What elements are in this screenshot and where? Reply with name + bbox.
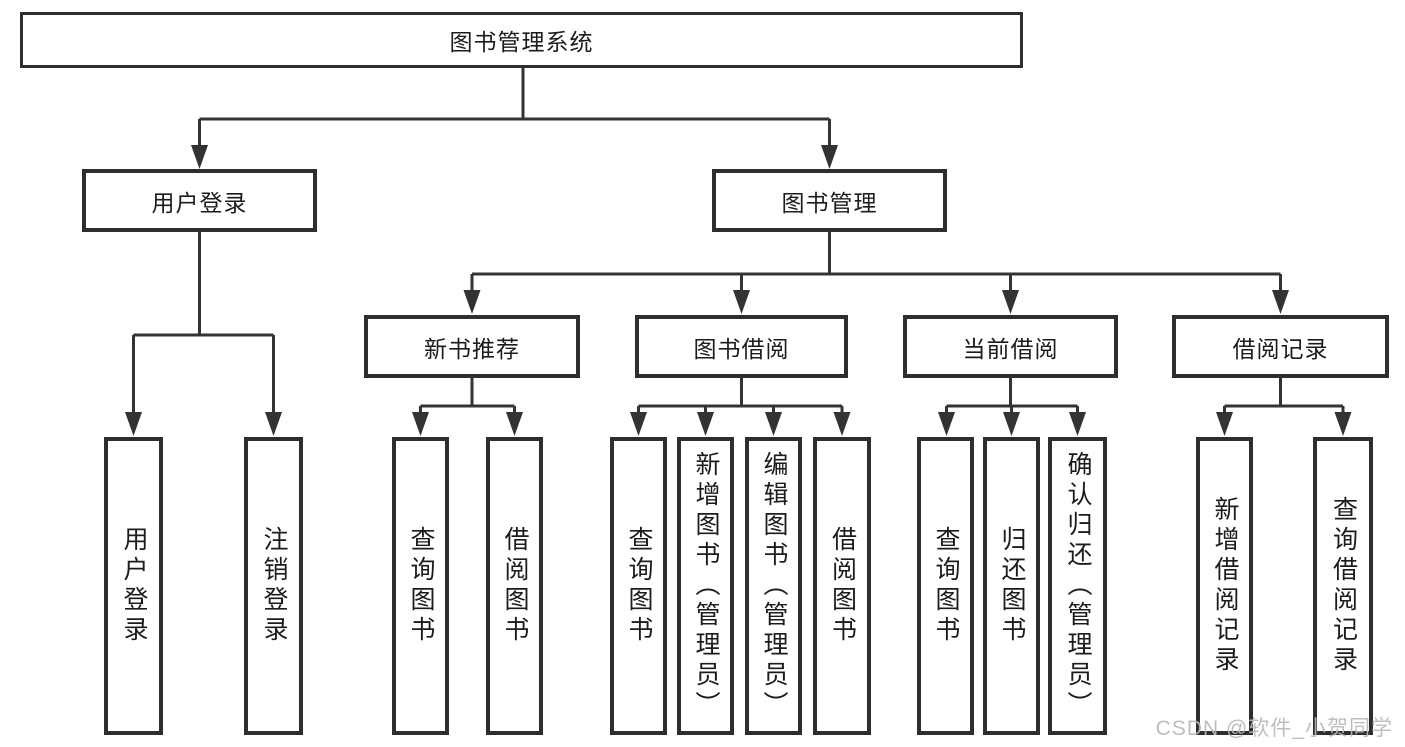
leaf-add-books-admin: 新增图书（管理员） (677, 437, 734, 735)
arrowheads-new-book-children (412, 412, 523, 436)
connector-current-borrow-children (945, 378, 1079, 414)
connector-borrow-record-children (1223, 378, 1345, 414)
leaf-logout: 注销登录 (244, 437, 303, 735)
node-user-login: 用户登录 (82, 169, 317, 232)
arrowheads-book-borrow-children (630, 412, 851, 436)
connector-new-book-children (419, 378, 516, 414)
node-book-management: 图书管理 (712, 169, 947, 232)
connector-book-borrow-children (637, 378, 844, 414)
leaf-query-borrow-record: 查询借阅记录 (1313, 437, 1373, 735)
arrowheads-user-login-children (125, 412, 282, 436)
node-current-borrow: 当前借阅 (903, 315, 1118, 378)
leaf-user-login: 用户登录 (104, 437, 163, 735)
node-borrow-record: 借阅记录 (1172, 315, 1389, 378)
leaf-query-books-borrow: 查询图书 (610, 437, 667, 735)
leaf-return-books: 归还图书 (983, 437, 1040, 735)
node-new-book-recommend: 新书推荐 (364, 315, 580, 378)
leaf-query-books-current: 查询图书 (917, 437, 974, 735)
connector-book-management-children (470, 232, 1282, 292)
leaf-borrow-books: 借阅图书 (813, 437, 871, 735)
arrowheads-borrow-record-children (1216, 412, 1352, 436)
arrowheads-root-to-level2 (191, 145, 838, 169)
connector-root-to-level2 (198, 68, 831, 148)
leaf-edit-books-admin: 编辑图书（管理员） (745, 437, 802, 735)
leaf-query-books-recommend: 查询图书 (392, 437, 449, 735)
node-book-borrow: 图书借阅 (635, 315, 848, 378)
node-root-system: 图书管理系统 (20, 12, 1023, 68)
arrowheads-current-borrow-children (938, 412, 1086, 436)
leaf-add-borrow-record: 新增借阅记录 (1196, 437, 1253, 735)
leaf-confirm-return-admin: 确认归还（管理员） (1048, 437, 1107, 735)
connector-user-login-children (132, 232, 275, 414)
leaf-borrow-books-recommend: 借阅图书 (486, 437, 543, 735)
arrowheads-book-management-children (463, 290, 1289, 314)
csdn-watermark: CSDN @软件_小贺同学 (1155, 717, 1393, 740)
